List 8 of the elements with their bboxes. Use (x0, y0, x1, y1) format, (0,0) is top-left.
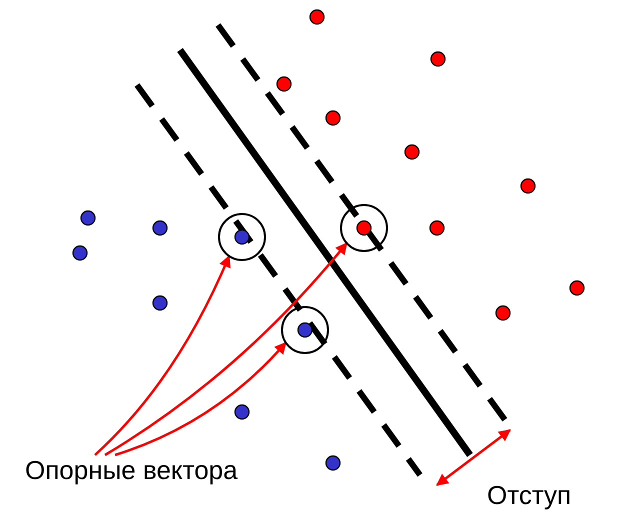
callout-text: Опорные вектора (25, 457, 238, 483)
arrow (104, 242, 348, 456)
margin-label: Отступ (487, 482, 572, 508)
circled-data-point (216, 211, 268, 263)
arrow (94, 254, 230, 456)
arrow (114, 342, 287, 456)
circled-data-point (279, 304, 331, 356)
circled-data-point (338, 202, 390, 254)
